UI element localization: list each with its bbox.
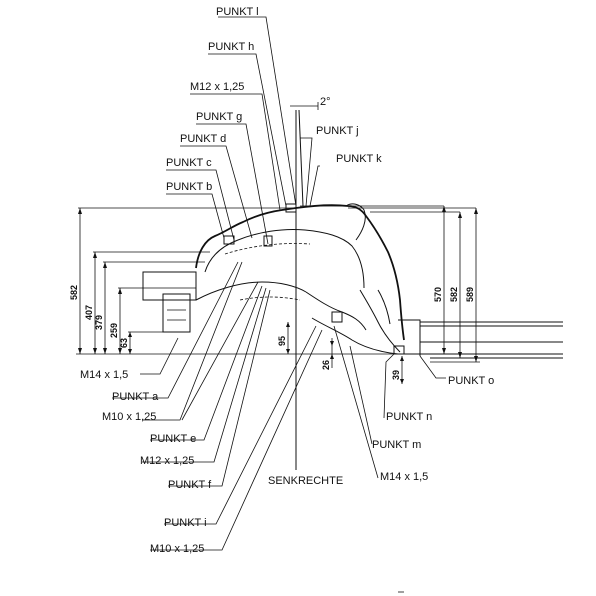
label-punkt-c: PUNKT c — [166, 157, 212, 169]
leader-lines — [112, 16, 446, 551]
dim-570: 570 — [433, 287, 443, 302]
dim-259: 259 — [109, 323, 119, 338]
part-outline — [142, 203, 563, 359]
text-labels: PUNKT l PUNKT h M12 x 1,25 PUNKT g PUNKT… — [80, 6, 494, 555]
label-punkt-m: PUNKT m — [372, 439, 421, 451]
dimension-values: 582 407 379 259 63 95 26 39 570 582 589 — [69, 285, 475, 380]
label-punkt-l: PUNKT l — [216, 6, 259, 18]
dim-379: 379 — [94, 315, 104, 330]
label-punkt-a: PUNKT a — [112, 391, 159, 403]
dim-39: 39 — [391, 370, 401, 380]
reference-lines — [76, 102, 476, 470]
label-m12-top: M12 x 1,25 — [190, 81, 244, 93]
dim-63: 63 — [119, 338, 129, 348]
label-punkt-h: PUNKT h — [208, 41, 254, 53]
label-punkt-k: PUNKT k — [336, 153, 382, 165]
label-m14-left: M14 x 1,5 — [80, 369, 128, 381]
label-m12-bottom: M12 x 1,25 — [140, 455, 194, 467]
label-punkt-f: PUNKT f — [168, 479, 212, 491]
label-punkt-g: PUNKT g — [196, 111, 242, 123]
label-punkt-j: PUNKT j — [316, 125, 359, 137]
label-m10-bottom: M10 x 1,25 — [150, 543, 204, 555]
label-angle: 2° — [320, 96, 331, 108]
label-senkrechte: SENKRECHTE — [268, 475, 343, 487]
dim-582-left: 582 — [69, 285, 79, 300]
dim-95: 95 — [277, 336, 287, 346]
label-punkt-b: PUNKT b — [166, 181, 212, 193]
label-punkt-i: PUNKT i — [164, 517, 207, 529]
label-m10-left: M10 x 1,25 — [102, 411, 156, 423]
dim-582-right: 582 — [449, 287, 459, 302]
label-m14-right: M14 x 1,5 — [380, 471, 428, 483]
dimension-lines — [78, 206, 480, 384]
dim-26: 26 — [321, 360, 331, 370]
label-punkt-n: PUNKT n — [386, 411, 432, 423]
label-punkt-d: PUNKT d — [180, 133, 226, 145]
label-punkt-o: PUNKT o — [448, 375, 494, 387]
dim-407: 407 — [84, 305, 94, 320]
label-punkt-e: PUNKT e — [150, 433, 196, 445]
dim-589: 589 — [465, 287, 475, 302]
